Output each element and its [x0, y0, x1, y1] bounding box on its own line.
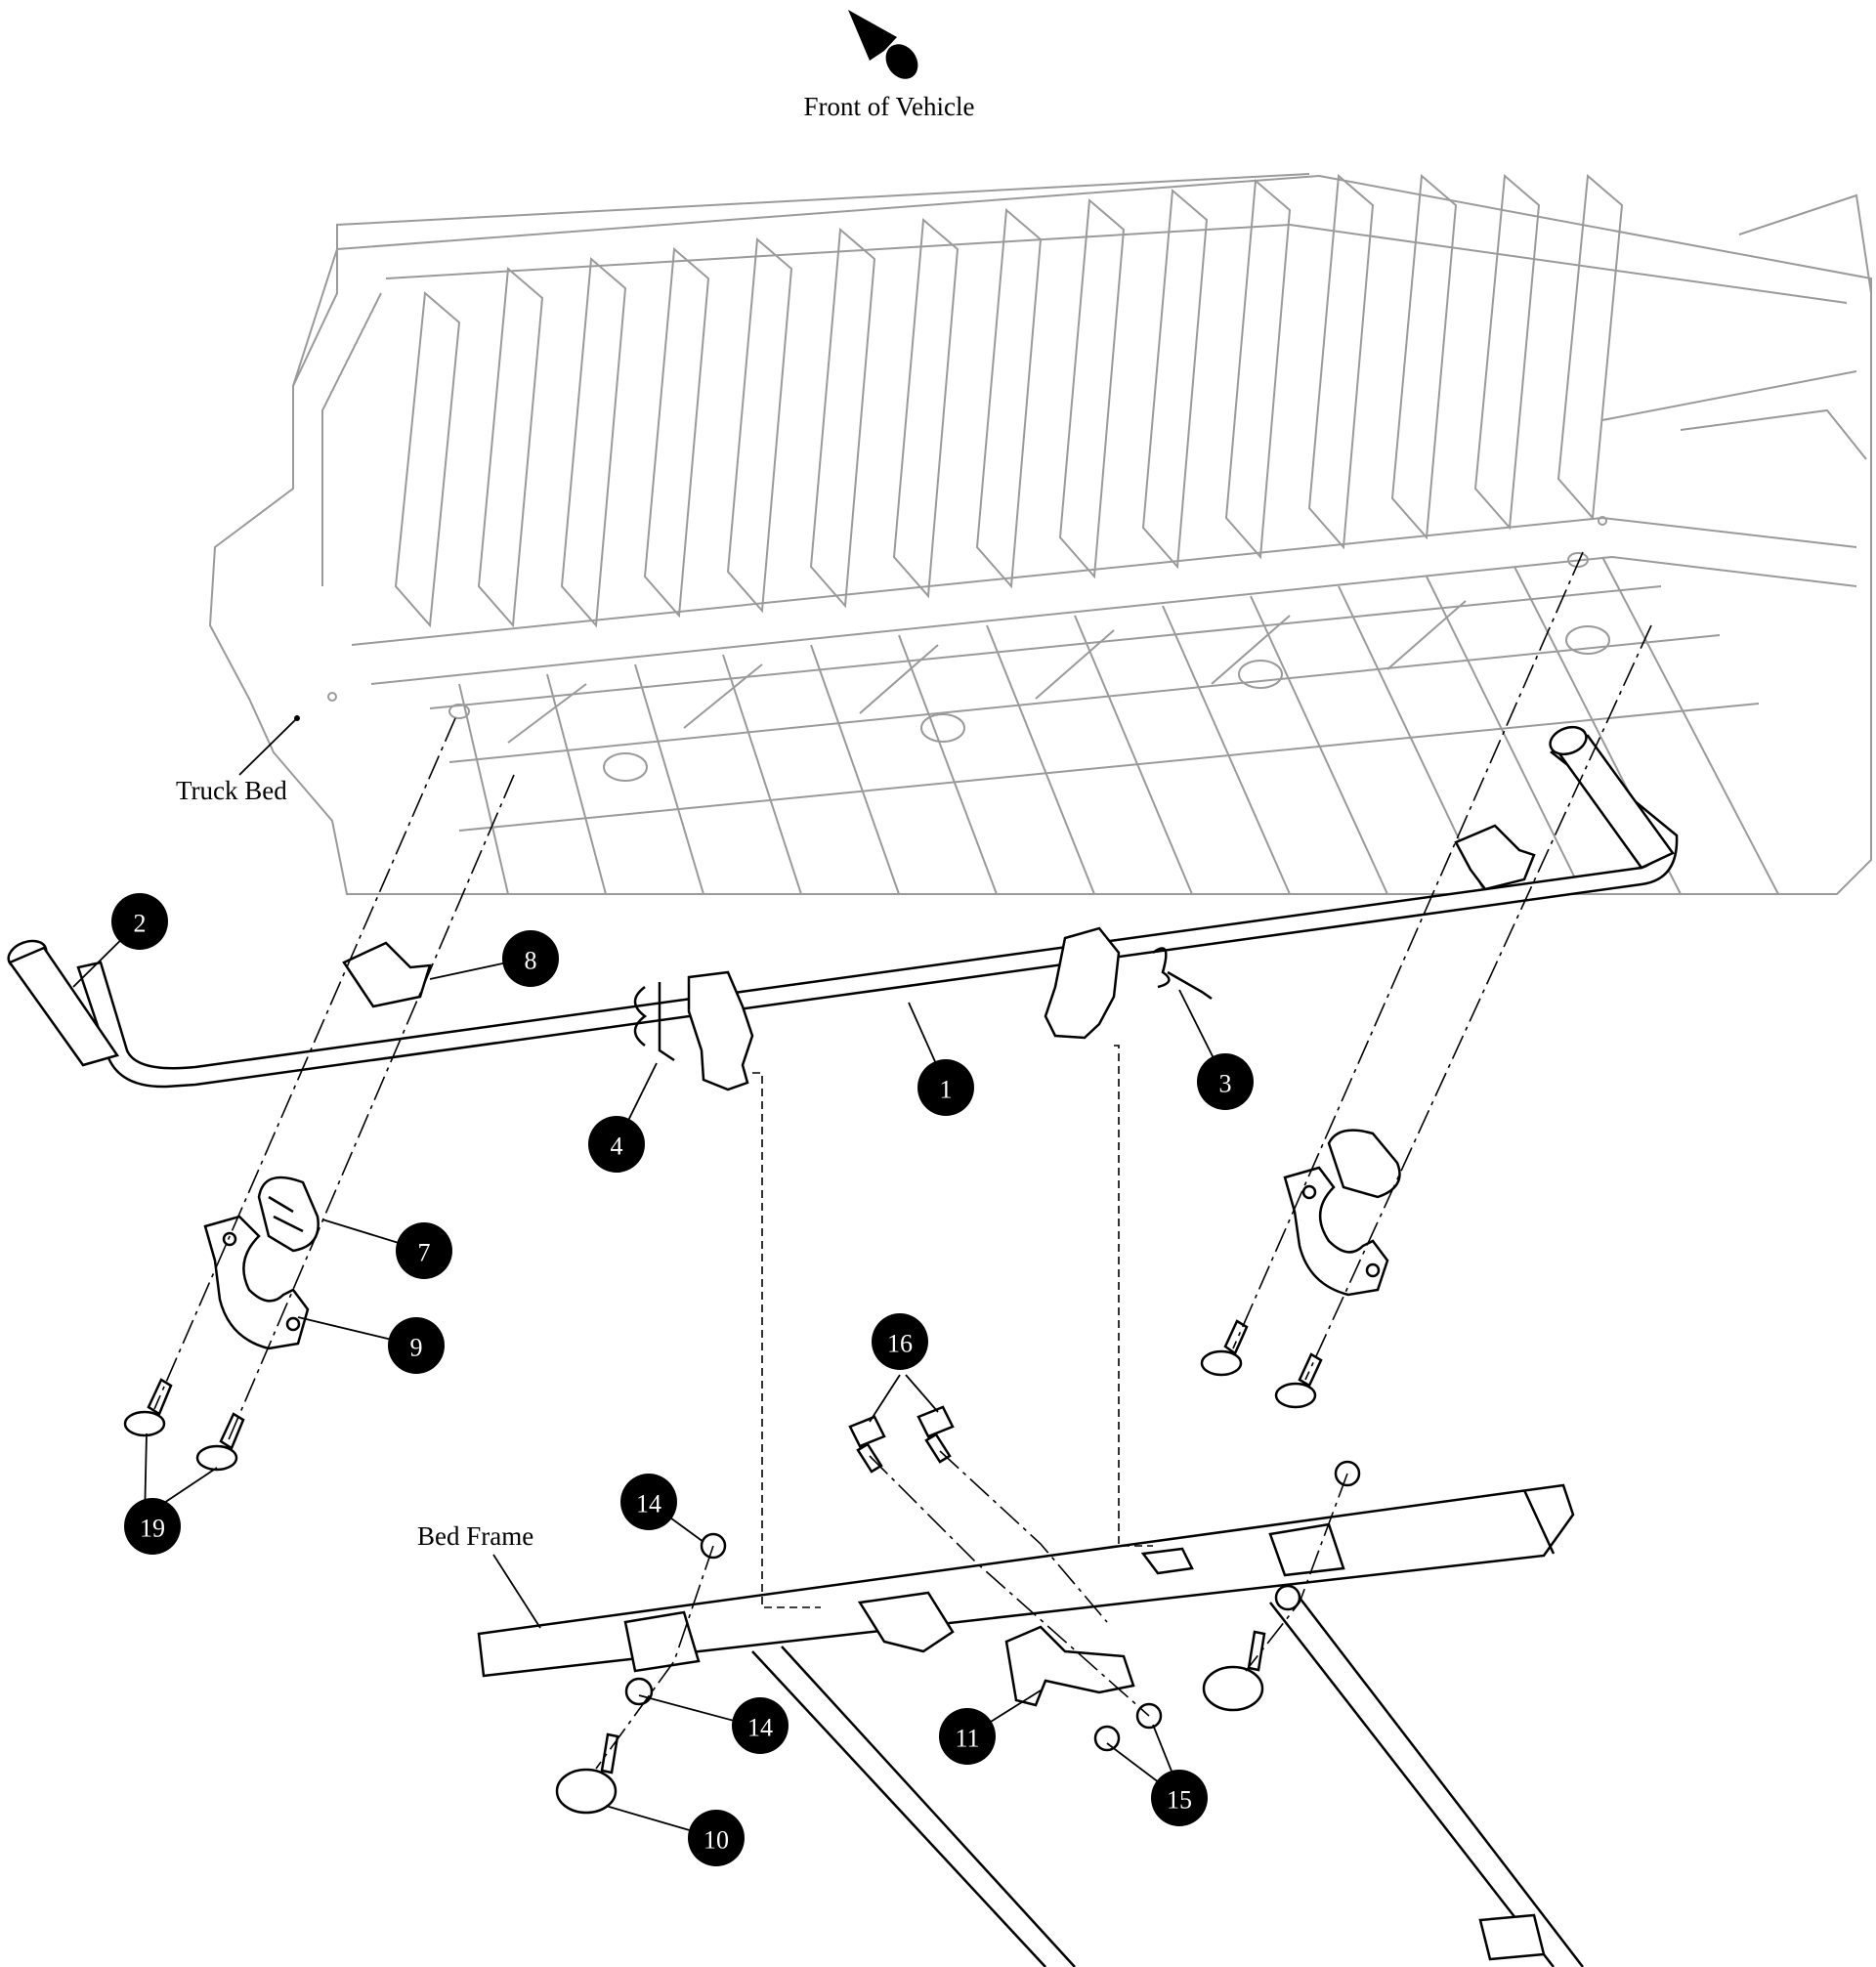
truck-bed-drawing [208, 173, 1872, 895]
svg-text:11: 11 [955, 1725, 979, 1753]
svg-text:10: 10 [704, 1826, 729, 1855]
left-latch-lever [633, 970, 754, 1091]
clip-right-top [1454, 824, 1536, 891]
bed-ribs [458, 556, 1779, 895]
right-clamp [1283, 1166, 1389, 1297]
callout-7: 7 [396, 1222, 452, 1279]
callout-8: 8 [502, 930, 559, 987]
svg-text:1: 1 [940, 1076, 953, 1104]
bed-frame-leader [492, 1554, 541, 1629]
left-bushing-7 [257, 1176, 320, 1253]
bed-frame-label: Bed Frame [417, 1521, 533, 1551]
front-of-vehicle-label: Front of Vehicle [804, 92, 975, 121]
callout-14-top: 14 [620, 1474, 677, 1530]
right-bolts [1200, 1319, 1323, 1409]
svg-text:14: 14 [636, 1490, 661, 1518]
svg-text:8: 8 [525, 947, 537, 975]
svg-text:15: 15 [1167, 1786, 1192, 1815]
right-latch-lever [1044, 926, 1213, 1040]
svg-text:9: 9 [410, 1334, 423, 1362]
callout-2: 2 [111, 893, 168, 950]
bolts-16 [848, 1405, 955, 1474]
svg-text:4: 4 [611, 1133, 623, 1161]
bed-frame [477, 1483, 1584, 1967]
left-bolts-19 [123, 1378, 245, 1472]
truck-bed-label: Truck Bed [176, 776, 287, 805]
assembly-lines [153, 551, 1652, 1770]
callout-4: 4 [588, 1116, 645, 1173]
front-direction-arrow-icon [848, 10, 918, 79]
callout-9: 9 [388, 1317, 445, 1374]
svg-text:3: 3 [1219, 1070, 1232, 1098]
clip-8 [342, 941, 432, 1008]
callout-16: 16 [872, 1313, 928, 1370]
svg-text:19: 19 [140, 1515, 165, 1543]
truck-bed-leader [238, 717, 298, 776]
callout-14-bottom: 14 [732, 1697, 789, 1754]
svg-text:2: 2 [134, 910, 147, 938]
callout-1: 1 [917, 1059, 974, 1116]
callout-3: 3 [1197, 1053, 1254, 1110]
right-bushing [1327, 1129, 1401, 1199]
bed-slats [394, 173, 1624, 628]
svg-text:7: 7 [418, 1239, 431, 1267]
release-rod [7, 725, 1679, 1089]
callout-19: 19 [124, 1498, 181, 1555]
callout-15: 15 [1151, 1770, 1208, 1826]
svg-text:14: 14 [747, 1714, 773, 1742]
bracket-11 [1004, 1625, 1135, 1707]
svg-text:16: 16 [887, 1330, 913, 1358]
callout-11: 11 [939, 1708, 996, 1765]
callout-10: 10 [688, 1810, 745, 1866]
